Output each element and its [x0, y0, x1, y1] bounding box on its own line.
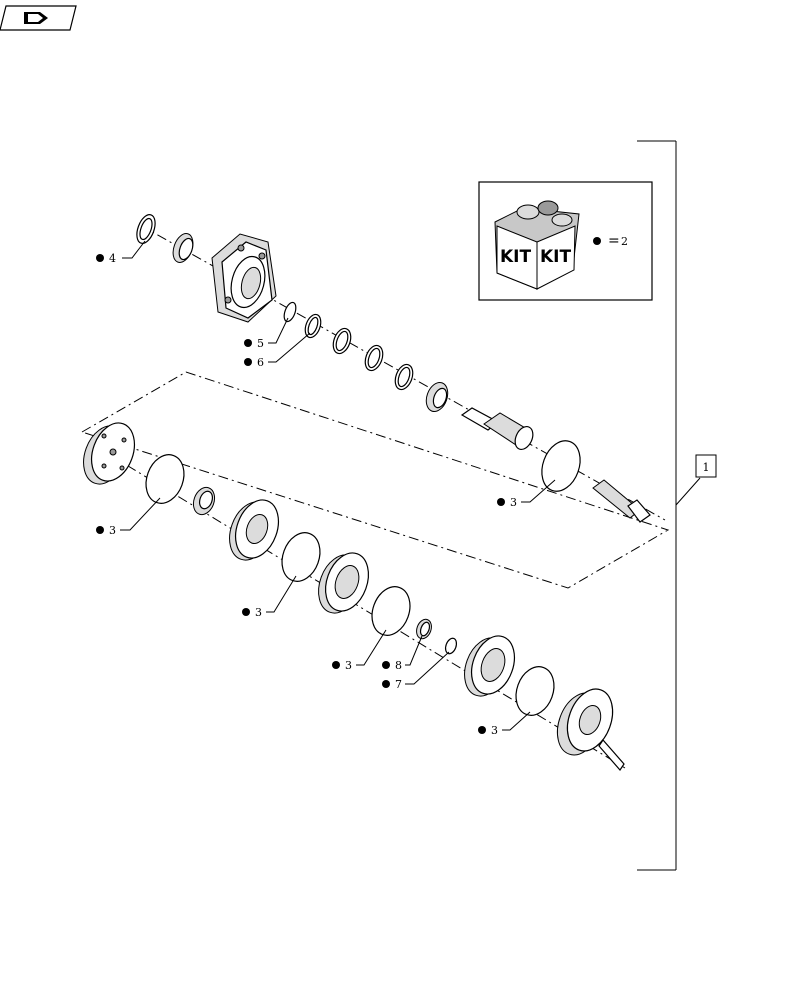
part-retaining-ring-5: [283, 301, 297, 323]
part-bushing: [172, 233, 194, 263]
part-seal-4: [136, 214, 156, 244]
part-drive-shaft: [592, 479, 651, 523]
part-o-ring-b: [281, 532, 321, 582]
kit-ref-label: 2: [621, 235, 628, 248]
svg-text:5: 5: [257, 337, 264, 350]
part-seal-8: [416, 618, 432, 640]
part-valve-plate: [464, 635, 516, 697]
part-ring-7: [444, 637, 458, 655]
svg-text:8: 8: [395, 659, 402, 672]
part-gerotor-set: [318, 552, 370, 614]
callout-5: 5: [244, 317, 289, 350]
callout-3-lower-a: 3: [96, 497, 161, 537]
svg-text:3: 3: [109, 524, 116, 537]
part-o-ring-d: [515, 666, 555, 716]
kit-text-left: KIT: [500, 247, 531, 267]
svg-text:4: 4: [109, 252, 116, 265]
assembly-ref-label: 1: [703, 461, 710, 474]
kit-text-right: KIT: [540, 247, 571, 267]
part-washer-b: [364, 344, 384, 372]
assembly-bracket: 1: [637, 140, 717, 871]
part-washer-c: [394, 363, 414, 391]
part-o-ring-upper: [541, 440, 581, 492]
kit-bullet-icon: [593, 237, 601, 245]
part-o-ring-c: [371, 586, 411, 636]
callout-6: 6: [244, 332, 311, 369]
part-seal-6: [304, 313, 322, 339]
svg-text:3: 3: [255, 606, 262, 619]
svg-text:3: 3: [491, 724, 498, 737]
svg-text:3: 3: [510, 496, 517, 509]
callout-3-lower-b: 3: [242, 575, 297, 619]
part-end-plate: [83, 422, 136, 485]
kit-box-icon: KIT KIT: [494, 200, 580, 290]
part-bolt: [598, 739, 625, 771]
part-washer-a: [332, 327, 352, 355]
part-output-shaft: [460, 407, 534, 450]
part-end-cover: [556, 688, 614, 756]
callout-7: 7: [382, 651, 450, 691]
part-housing: [211, 233, 277, 323]
callout-3-lower-c: 3: [332, 629, 387, 672]
forward-book-icon[interactable]: [0, 5, 77, 31]
part-thrust-bearing: [425, 381, 449, 413]
svg-text:7: 7: [395, 678, 402, 691]
part-star-rotor: [192, 486, 216, 516]
part-spacer-plate: [229, 499, 280, 561]
svg-text:3: 3: [345, 659, 352, 672]
callout-3-lower-d: 3: [478, 711, 531, 737]
svg-text:6: 6: [257, 356, 264, 369]
svg-text:=: =: [608, 233, 620, 249]
callout-8: 8: [382, 635, 423, 672]
callout-4: 4: [96, 240, 146, 265]
kit-box: KIT KIT = 2: [478, 181, 653, 301]
callout-3-upper: 3: [497, 479, 556, 509]
